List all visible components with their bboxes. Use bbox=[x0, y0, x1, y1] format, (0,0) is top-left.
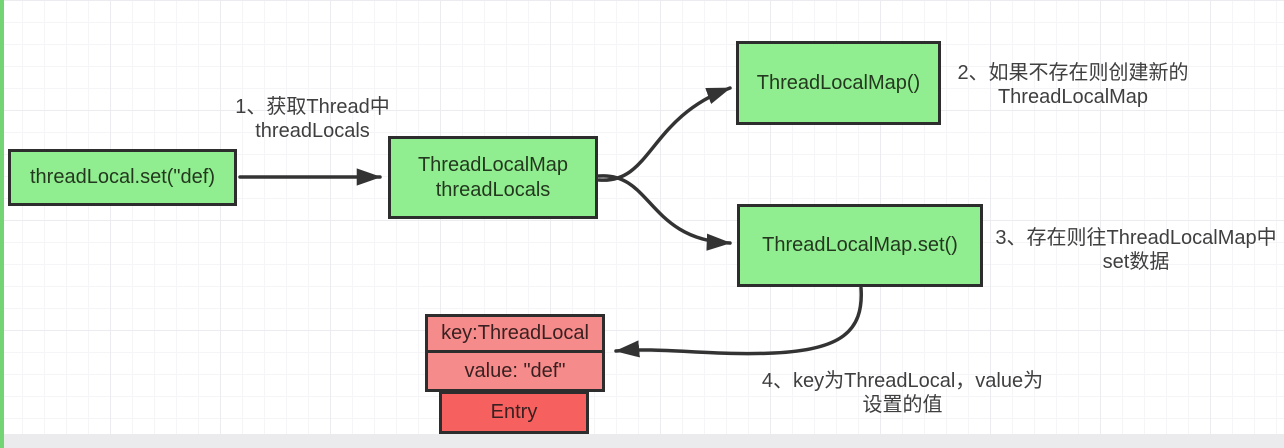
node-threadlocalmap-constructor-label: ThreadLocalMap() bbox=[756, 71, 921, 94]
bottom-gray-strip bbox=[0, 434, 1284, 448]
node-threadlocal-set: threadLocal.set("def) bbox=[8, 149, 237, 206]
annotation-step-2-line2: ThreadLocalMap bbox=[997, 86, 1149, 108]
arrow-threadlocals-to-mapset bbox=[597, 174, 732, 251]
annotation-step-2: 2、如果不存在则创建新的 ThreadLocalMap bbox=[948, 61, 1198, 109]
entry-node-label: Entry bbox=[490, 401, 538, 423]
node-threadlocals-field: ThreadLocalMap threadLocals bbox=[388, 136, 598, 219]
entry-value-label: value: "def" bbox=[464, 359, 566, 382]
node-threadlocals-field-line1: ThreadLocalMap bbox=[417, 153, 569, 176]
entry-node: Entry bbox=[439, 391, 589, 434]
node-threadlocals-field-line2: threadLocals bbox=[435, 178, 551, 201]
annotation-step-4-line2: 设置的值 bbox=[862, 394, 943, 416]
node-threadlocalmap-constructor: ThreadLocalMap() bbox=[736, 41, 941, 125]
node-threadlocalmap-set-label: ThreadLocalMap.set() bbox=[762, 234, 958, 256]
annotation-step-4: 4、key为ThreadLocal，value为 设置的值 bbox=[725, 369, 1080, 417]
annotation-step-4-line1: 4、key为ThreadLocal，value为 bbox=[761, 370, 1044, 392]
annotation-step-1: 1、获取Thread中 threadLocals bbox=[225, 95, 400, 143]
arrow-mapset-to-entry bbox=[614, 286, 863, 358]
annotation-step-3: 3、存在则往ThreadLocalMap中 set数据 bbox=[988, 226, 1284, 274]
annotation-step-1-line2: threadLocals bbox=[255, 120, 370, 142]
annotation-step-1-line1: 1、获取Thread中 bbox=[235, 96, 390, 118]
annotation-step-3-line1: 3、存在则往ThreadLocalMap中 bbox=[995, 227, 1277, 249]
left-green-strip bbox=[0, 0, 4, 448]
arrow-threadlocals-to-newmap bbox=[597, 86, 732, 182]
entry-value-cell: value: "def" bbox=[425, 350, 605, 392]
node-threadlocal-set-label: threadLocal.set("def) bbox=[30, 166, 215, 188]
annotation-step-2-line1: 2、如果不存在则创建新的 bbox=[957, 62, 1189, 84]
node-threadlocalmap-set: ThreadLocalMap.set() bbox=[737, 204, 983, 287]
entry-key-label: key:ThreadLocal bbox=[441, 322, 589, 344]
annotation-step-3-line2: set数据 bbox=[1102, 251, 1170, 273]
entry-key-cell: key:ThreadLocal bbox=[425, 314, 605, 353]
